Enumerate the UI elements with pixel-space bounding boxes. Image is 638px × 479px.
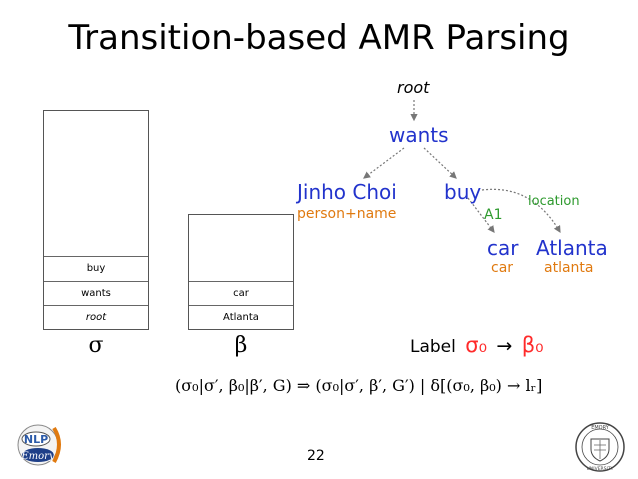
svg-text:NLP: NLP [24,433,48,446]
edge-label-a1: A1 [484,207,503,223]
emory-seal-icon: EMORY UNIVERSITY [575,422,625,472]
beta-item-car: car [189,281,293,306]
action-arrow: → [496,335,513,357]
edge-buy-atlanta [481,188,561,234]
svg-text:UNIVERSITY: UNIVERSITY [587,466,614,472]
emory-university-seal: EMORY UNIVERSITY [574,421,626,473]
node-car: car [487,236,519,260]
action-sigma0: σ₀ [465,333,488,357]
sigma-item-root: root [44,305,148,330]
node-buy: buy [444,180,482,204]
edge-wants-buy [423,147,457,179]
action-word: Label [410,337,456,357]
beta-item-atlanta: Atlanta [189,305,293,330]
slide-title: Transition-based AMR Parsing [68,18,570,58]
nlp-emory-logo: NLP Emory [14,420,66,470]
nlp-emory-logo-icon: NLP Emory [17,424,61,466]
node-jinho-choi: Jinho Choi [297,180,397,204]
action-beta0: β₀ [521,333,544,357]
edge-label-location: location [528,194,580,209]
node-root: root [397,78,430,97]
sigma-label: σ [88,333,104,358]
svg-text:EMORY: EMORY [591,425,610,431]
sigma-stack: buy wants root [43,110,149,330]
node-wants: wants [389,123,449,147]
concept-atlanta: atlanta [544,260,594,276]
page-number: 22 [307,448,325,464]
action-label: Label σ₀ → β₀ [410,333,544,357]
sigma-item-buy: buy [44,256,148,281]
edge-buy-car [467,197,495,233]
transition-formula: (σ₀|σ′, β₀|β′, G) ⇒ (σ₀|σ′, β′, G′) | δ[… [175,376,543,395]
node-atlanta: Atlanta [536,236,608,260]
beta-label: β [234,333,248,358]
concept-car: car [491,260,514,276]
beta-stack: car Atlanta [188,214,294,330]
edge-wants-jinho [363,147,405,179]
svg-text:Emory: Emory [20,451,55,462]
sigma-item-wants: wants [44,281,148,306]
concept-person-name: person+name [297,206,397,222]
